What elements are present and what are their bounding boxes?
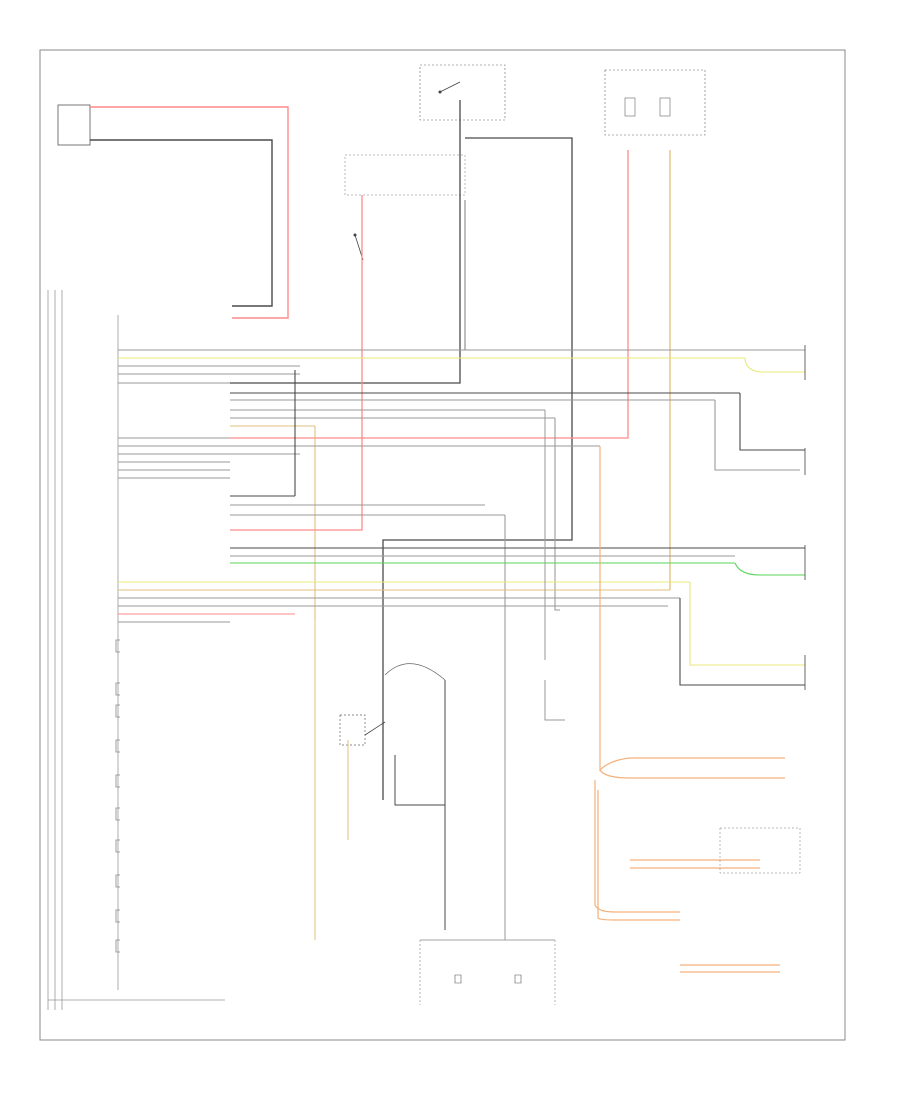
wire-bundle-horizontal <box>118 349 805 760</box>
engine-control-module <box>719 827 801 874</box>
main-connector <box>47 290 119 1010</box>
wire-red-brake <box>230 195 363 531</box>
fuse-block-top <box>344 154 466 196</box>
wire-black-ground <box>90 139 273 307</box>
wire-group-top-left <box>90 106 289 319</box>
fuse-block-top-right <box>604 69 706 136</box>
stop-light-switch <box>339 663 446 930</box>
ignition-switch <box>419 64 506 121</box>
solenoid-valves <box>115 639 120 953</box>
wire-group-vertical <box>230 100 671 800</box>
wire-black-ign <box>230 100 461 384</box>
diagram-border <box>39 49 846 1041</box>
instrument-cluster <box>419 760 556 1005</box>
wire-red-fuse <box>230 150 629 439</box>
wire-red-power <box>90 106 289 319</box>
data-link-connector <box>544 410 565 721</box>
wire-group-orange <box>594 446 785 973</box>
abs-module <box>57 104 91 146</box>
wire-black-ign2 <box>382 137 573 800</box>
